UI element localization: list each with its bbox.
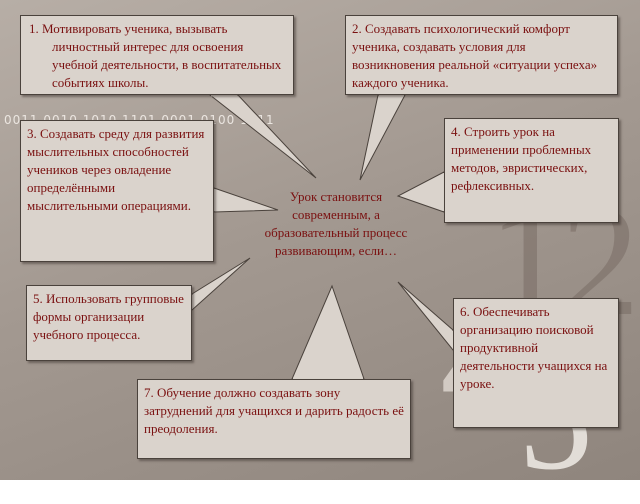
callout-connectors	[190, 94, 455, 380]
callout-item-7-text: 7. Обучение должно создавать зону затруд…	[144, 385, 404, 436]
callout-item-1: 1. Мотивировать ученика, вызывать личнос…	[20, 15, 294, 95]
connector-item-5	[191, 257, 251, 312]
callout-item-2-text: 2. Создавать психологический комфорт уче…	[352, 21, 598, 90]
connector-item-1	[208, 94, 317, 179]
callout-item-4-text: 4. Строить урок на применении проблемных…	[451, 124, 592, 193]
connector-item-7	[291, 284, 365, 380]
connector-item-2	[359, 94, 406, 181]
callout-item-3: 3. Создавать среду для развития мыслител…	[20, 120, 214, 262]
callout-item-7: 7. Обучение должно создавать зону затруд…	[137, 379, 411, 459]
callout-item-3-text: 3. Создавать среду для развития мыслител…	[27, 126, 205, 213]
callout-item-5: 5. Использовать групповые формы организа…	[26, 285, 192, 361]
callout-item-2: 2. Создавать психологический комфорт уче…	[345, 15, 618, 95]
callout-item-6-text: 6. Обеспечивать организацию поисковой пр…	[460, 304, 608, 391]
callout-item-4: 4. Строить урок на применении проблемных…	[444, 118, 619, 223]
connector-item-6	[397, 281, 454, 352]
callout-item-6: 6. Обеспечивать организацию поисковой пр…	[453, 298, 619, 428]
central-statement: Урок становится современным, а образоват…	[264, 189, 408, 258]
callout-item-1-text: 1. Мотивировать ученика, вызывать личнос…	[29, 21, 282, 90]
callout-item-5-text: 5. Использовать групповые формы организа…	[33, 291, 184, 342]
